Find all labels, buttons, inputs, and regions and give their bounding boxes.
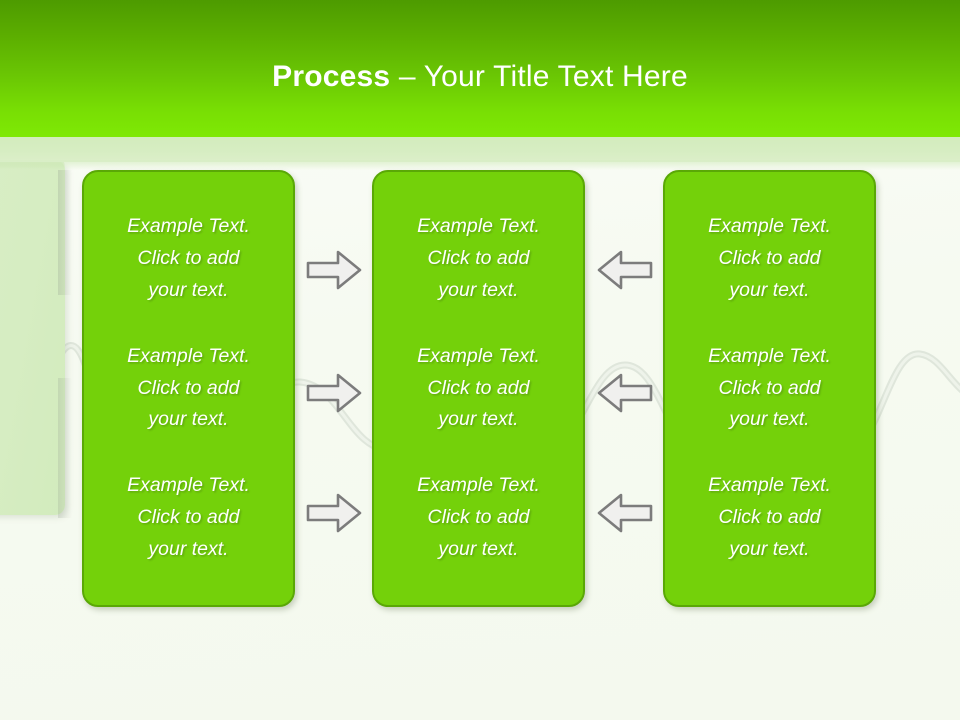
process-text-block[interactable]: Example Text. Click to add your text. <box>127 215 250 301</box>
page-title-bold: Process <box>272 59 391 93</box>
process-text-block[interactable]: Example Text. Click to add your text. <box>417 474 540 561</box>
page-title-regular: – Your Title Text Here <box>390 59 688 93</box>
left-panel-shadow-upper <box>58 170 72 295</box>
process-column-3[interactable]: Example Text. Click to add your text. Ex… <box>663 170 876 607</box>
process-column-2[interactable]: Example Text. Click to add your text. Ex… <box>372 170 585 607</box>
header-underband <box>0 137 960 162</box>
left-panel-shadow-lower <box>58 378 72 518</box>
arrow-right-icon[interactable] <box>305 371 363 415</box>
process-text-block[interactable]: Example Text. Click to add your text. <box>127 474 250 561</box>
arrow-left-icon[interactable] <box>596 491 654 535</box>
process-text-block[interactable]: Example Text. Click to add your text. <box>708 474 831 561</box>
header-underband-fade <box>0 160 960 170</box>
process-text-block[interactable]: Example Text. Click to add your text. <box>417 344 540 431</box>
arrow-left-icon[interactable] <box>596 248 654 292</box>
process-text-block[interactable]: Example Text. Click to add your text. <box>127 344 250 431</box>
process-text-block[interactable]: Example Text. Click to add your text. <box>417 215 540 301</box>
process-column-1[interactable]: Example Text. Click to add your text. Ex… <box>82 170 295 607</box>
page-title: Process – Your Title Text Here <box>0 0 960 137</box>
process-text-block[interactable]: Example Text. Click to add your text. <box>708 215 831 301</box>
arrow-right-icon[interactable] <box>305 248 363 292</box>
left-decorative-panel <box>0 160 65 515</box>
arrow-left-icon[interactable] <box>596 371 654 415</box>
arrow-right-icon[interactable] <box>305 491 363 535</box>
slide-header-banner: Process – Your Title Text Here <box>0 0 960 137</box>
process-text-block[interactable]: Example Text. Click to add your text. <box>708 344 831 431</box>
